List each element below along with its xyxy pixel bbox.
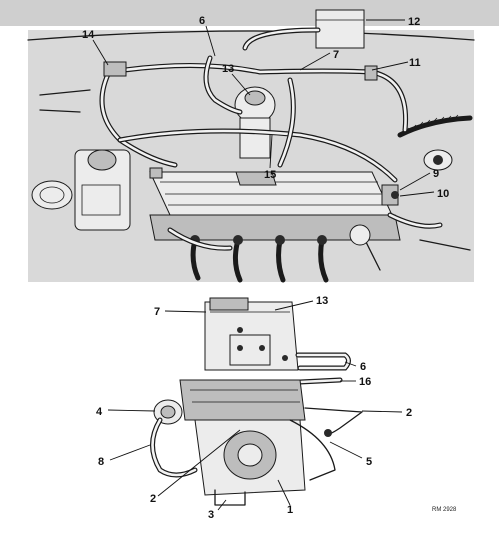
manifold-ribs <box>190 389 300 403</box>
callout-top-12: 12 <box>408 16 420 28</box>
bracket-bolts <box>237 327 288 361</box>
bottom-view: 7 13 6 16 4 2 8 5 2 3 1 RM 2928 <box>96 295 457 521</box>
reservoir-cap-inner <box>39 186 65 204</box>
callout-top-14: 14 <box>82 29 95 41</box>
callout-top-13: 13 <box>222 63 234 75</box>
manifold-body <box>179 379 306 421</box>
hose-clips <box>103 61 399 206</box>
pipework-misc <box>39 89 471 271</box>
callout-top-11: 11 <box>409 57 421 69</box>
thermostat-housing <box>349 224 371 246</box>
callout-top-15: 15 <box>264 169 276 181</box>
bonnet-underside <box>0 0 499 26</box>
reservoir-cap-left <box>31 180 73 210</box>
drain-3 <box>214 489 246 506</box>
top-leader-lines <box>92 19 435 197</box>
callout-bot-13: 13 <box>316 295 328 307</box>
callout-bot-16: 16 <box>359 376 371 388</box>
fuel-pump-body <box>239 117 271 159</box>
reservoir-label <box>81 184 121 216</box>
callout-bot-5: 5 <box>366 456 372 468</box>
inlet-manifold <box>149 214 401 241</box>
bottom-callouts: 7 13 6 16 4 2 8 5 2 3 1 <box>96 295 412 521</box>
pipe-2 <box>304 407 363 434</box>
oil-filler-plate <box>235 171 277 186</box>
callout-top-6: 6 <box>199 15 205 27</box>
callout-top-7: 7 <box>333 49 339 61</box>
top-view: 6 12 14 7 11 13 15 9 10 <box>0 0 499 283</box>
callout-top-10: 10 <box>437 188 449 200</box>
washer-cap-centre <box>433 155 443 165</box>
vacuum-hoses <box>99 27 443 251</box>
callout-bot-3: 3 <box>208 509 214 521</box>
outlet-5 <box>289 419 336 481</box>
housing-4-core <box>160 405 176 419</box>
pipe-2-union <box>324 429 332 437</box>
top-callouts: 6 12 14 7 11 13 15 9 10 <box>82 15 449 200</box>
charcoal-canister <box>315 9 365 49</box>
reference-code: RM 2928 <box>432 507 457 513</box>
callout-bot-2l: 2 <box>150 493 156 505</box>
callout-top-9: 9 <box>433 168 439 180</box>
bonnet-edge <box>27 30 475 41</box>
reservoir-top <box>87 149 117 171</box>
callout-bot-6: 6 <box>360 361 366 373</box>
callout-bot-4: 4 <box>96 406 103 418</box>
callout-bot-2r: 2 <box>406 407 412 419</box>
bracket-top-plate <box>209 297 249 311</box>
pump-hub <box>237 443 263 467</box>
callout-bot-7: 7 <box>154 306 160 318</box>
callout-bot-1: 1 <box>287 504 293 516</box>
bottom-leader-lines <box>107 300 403 511</box>
callout-bot-8: 8 <box>98 456 104 468</box>
hose-loop-6 <box>295 352 351 371</box>
